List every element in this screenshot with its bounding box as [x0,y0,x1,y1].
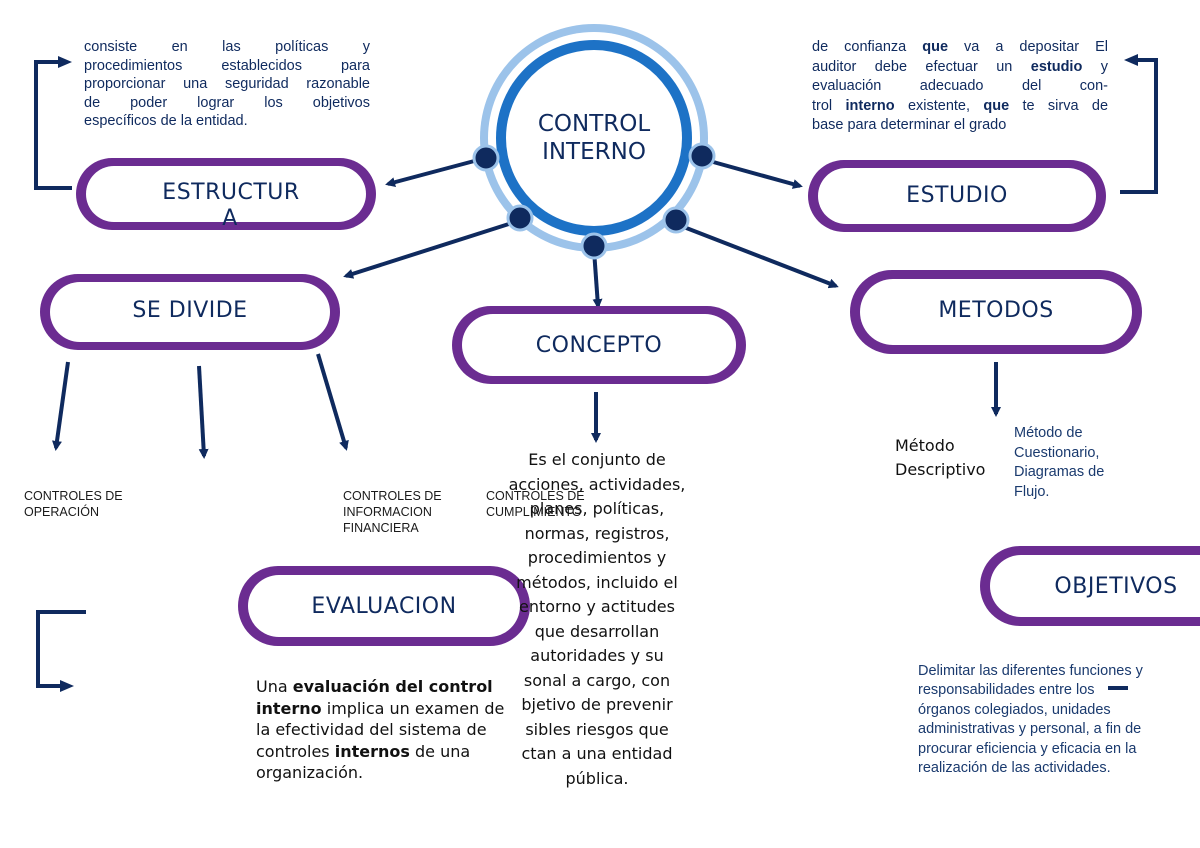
division-cumplimiento-line2: CUMPLIMIENTO [486,505,582,519]
estudio-line-4: trol interno existente, que te sirva de [812,97,1109,114]
concepto-line-7: entorno y actitudes [519,597,675,616]
se-divide-label: SE DIVIDE [132,298,248,323]
arrow-to-estructura [385,158,479,188]
division-operacion-line1: CONTROLES DE [24,489,123,503]
concepto-line-2: acciones, actividades, [508,474,686,494]
connector-dots [472,142,716,260]
node-concepto[interactable] [452,306,746,384]
objetivos-label: OBJETIVOS [1054,574,1178,599]
node-se-divide[interactable] [40,274,340,350]
division-cumplimiento: CONTROLES DE CUMPLIMIENTO [486,488,636,520]
concepto-line-1: Es el conjunto de [528,450,666,469]
metodo-descriptivo: Método Descriptivo [895,434,1005,482]
metodo-others: Método de Cuestionario, Diagramas de Flu… [1014,424,1144,502]
metodos-label: METODOS [938,298,1054,323]
metodo-descriptivo-line1: Método [895,436,955,455]
metodo-others-line4: Flujo. [1014,483,1050,500]
center-title: CONTROL INTERNO [514,110,674,166]
objetivos-line-4: administrativas y personal, a fin de [918,721,1142,738]
evaluacion-line-3: la efectividad del sistema de [256,720,487,739]
arrow-to-se-divide [343,220,516,279]
node-evaluacion[interactable] [238,566,530,646]
concepto-line-8: que desarrollan [534,621,660,641]
division-informacion: CONTROLES DE INFORMACION FINANCIERA [343,488,493,536]
concepto-line-5: procedimientos y [527,548,667,567]
concepto-line-12: sibles riesgos que [525,719,669,739]
concepto-line-9: autoridades y su [530,646,664,665]
connector-dot-lower-left [506,204,534,232]
estudio-line-1: de confianza que va a depositar El [812,39,1108,55]
estructura-label-line2: A [222,206,238,231]
node-estructura[interactable] [76,158,376,230]
division-operacion: CONTROLES DE OPERACIÓN [24,488,224,520]
center-title-line1: CONTROL [537,111,651,137]
center-title-line2: INTERNO [542,139,646,165]
objetivos-line-1: Delimitar las diferentes funciones y [918,663,1143,679]
estructura-line-1: consiste en las políticas y [84,39,370,55]
concepto-line-14: pública. [565,768,629,788]
objetivos-line-5: procurar eficiencia y eficacia en la [918,740,1137,757]
estructura-label: ESTRUCTUR A [86,180,376,232]
objetivos-line-2: responsabilidades entre los [918,682,1095,699]
node-objetivos[interactable] [980,546,1200,626]
estructura-label-line1: ESTRUCTUR [162,180,300,205]
division-informacion-line3: FINANCIERA [343,521,419,535]
metodo-others-line3: Diagramas de [1014,464,1105,480]
objetivos-description: Delimitar las diferentes funciones y res… [918,662,1190,778]
concepto-label: CONCEPTO [535,333,663,358]
concepto-line-6: métodos, incluido el [516,572,678,592]
estudio-line-5: base para determinar el grado [812,117,1007,133]
arrow-to-estudio [705,158,803,189]
division-operacion-line2: OPERACIÓN [24,505,100,519]
metodo-others-line1: Método de [1014,425,1083,441]
concepto-line-11: bjetivo de prevenir [521,695,673,714]
objetivos-line-3: órganos colegiados, unidades [918,701,1111,718]
estudio-label: ESTUDIO [906,183,1008,208]
evaluacion-description: Una evaluación del control interno impli… [256,676,536,784]
evaluacion-line-2: interno implica un examen de [256,698,505,718]
estructura-description: consiste en las políticas y procedimient… [84,38,370,131]
estudio-line-3: evaluación adecuado del con- [812,78,1108,94]
evaluacion-label: EVALUACION [311,594,457,619]
concepto-line-10: sonal a cargo, con [523,670,671,690]
connector-dot-right [688,142,716,170]
arrow-to-operacion [52,361,70,451]
connector-dot-bottom [580,232,608,260]
division-informacion-line1: CONTROLES DE [343,489,442,503]
arrow-to-metodos [675,222,839,289]
estructura-line-2: procedimientos establecidos para [84,57,370,74]
metodo-descriptivo-line2: Descriptivo [895,460,986,479]
objetivos-line-6: realización de las actividades. [918,760,1111,777]
bracket-bottom-left [36,610,86,692]
division-cumplimiento-line1: CONTROLES DE [486,489,585,503]
estructura-line-3: proporcionar una seguridad razonable [84,76,370,92]
node-metodos[interactable] [850,270,1142,354]
connector-dot-left [472,144,500,172]
bracket-top-right [1120,54,1158,194]
estudio-line-2: auditor debe efectuar un estudio y [812,58,1108,75]
node-estudio[interactable] [808,160,1106,232]
division-informacion-line2: INFORMACION [343,505,432,519]
concepto-description: Es el conjunto de acciones, actividades,… [490,448,704,791]
concepto-line-3: planes, políticas, [529,499,665,518]
estructura-line-4: de poder lograr los objetivos [84,94,370,111]
center-node[interactable] [480,24,708,252]
evaluacion-line-4: controles internos de una [256,741,471,761]
estudio-description: de confianza que va a depositar El audit… [812,38,1108,136]
concepto-line-4: normas, registros, [524,523,670,543]
evaluacion-line-1: Una evaluación del control [256,677,493,696]
arrow-to-informacion [316,353,349,451]
arrow-to-middle-division [197,365,209,459]
metodo-others-line2: Cuestionario, [1014,444,1100,461]
connector-dot-lower-right [662,206,690,234]
concepto-line-13: ctan a una entidad [521,744,673,763]
bracket-top-left [34,56,72,190]
evaluacion-line-5: organización. [256,763,364,782]
estructura-line-5: específicos de la entidad. [84,113,248,129]
